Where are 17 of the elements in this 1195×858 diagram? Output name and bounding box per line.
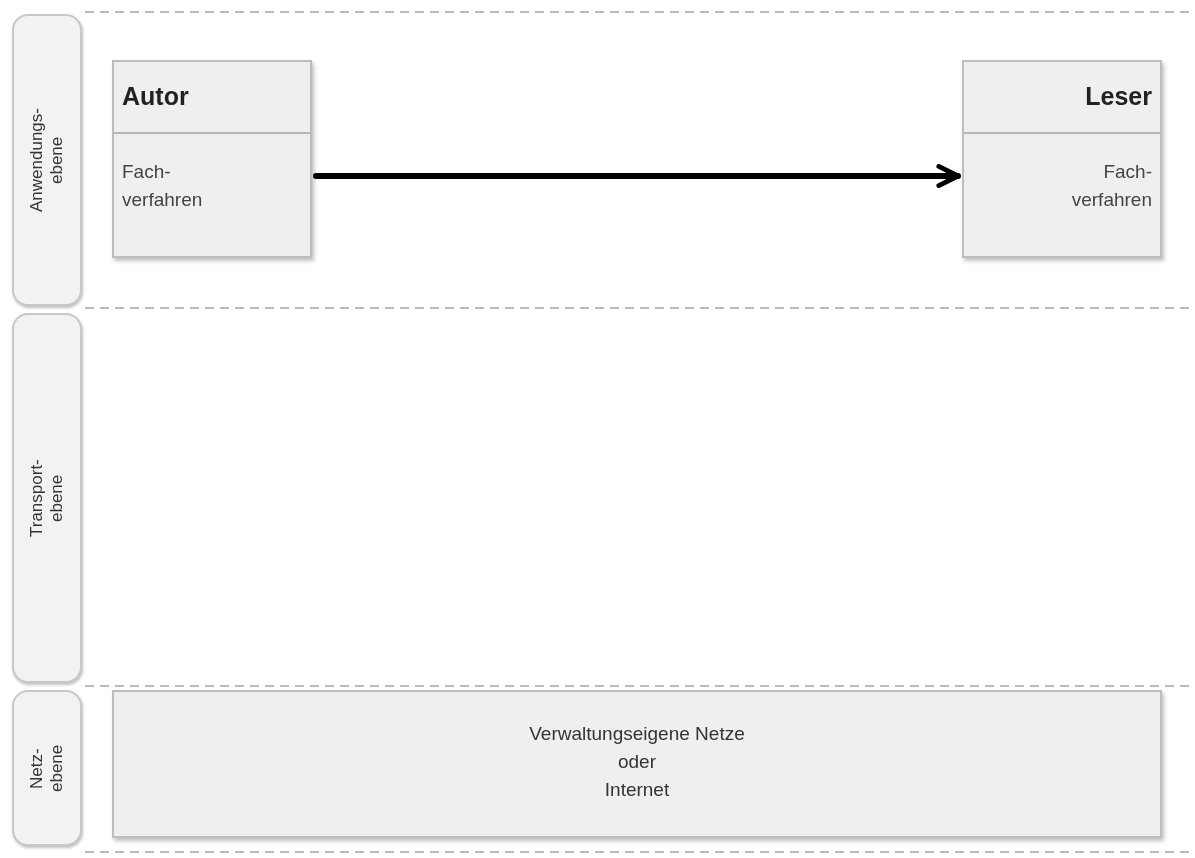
network-text: Verwaltungseigene Netze <box>529 722 745 746</box>
actor-card <box>112 60 312 258</box>
arrow <box>313 164 961 188</box>
network-box <box>112 690 1162 838</box>
lane-label: Netz- ebene <box>27 743 67 794</box>
lane-label-box <box>12 690 82 846</box>
network-text: oder <box>618 750 656 774</box>
lane-label: Transport- ebene <box>27 458 67 539</box>
actor-title: Autor <box>122 81 190 113</box>
network-text: Internet <box>604 778 670 802</box>
lane-label-box <box>12 14 82 306</box>
actor-description: Fach- verfahren <box>1070 160 1152 212</box>
lane-label-box <box>12 313 82 683</box>
actor-description: Fach- verfahren <box>122 160 204 212</box>
actor-card <box>962 60 1162 258</box>
actor-title: Leser <box>1084 81 1152 113</box>
lane-label: Anwendungs- ebene <box>27 107 67 214</box>
